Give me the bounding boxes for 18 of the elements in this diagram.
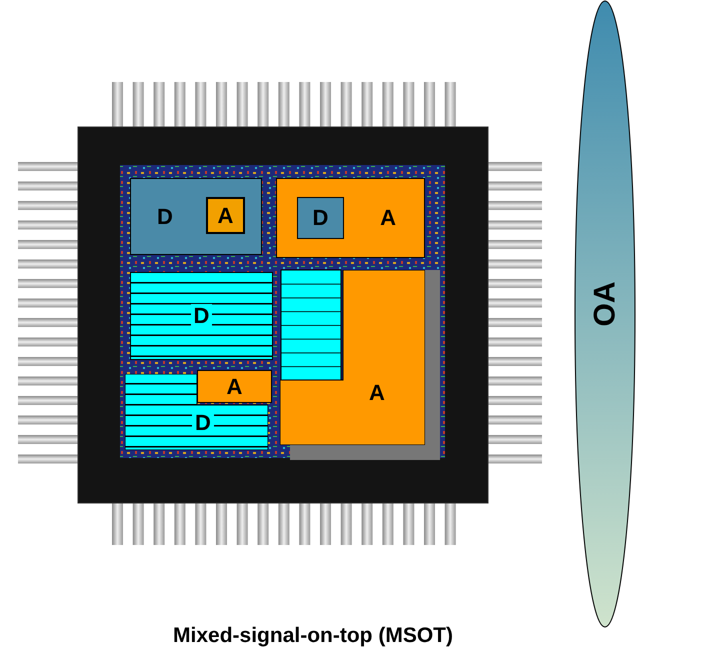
block-label: OA <box>590 282 620 326</box>
analog-block <box>206 197 245 234</box>
block-label: D <box>190 304 212 328</box>
block-label: A <box>226 376 242 398</box>
analog-block <box>280 270 425 445</box>
analog-block <box>276 178 425 258</box>
oval-block <box>574 0 636 628</box>
block-label: A <box>380 207 396 229</box>
block-label: D <box>312 207 328 229</box>
digital-block <box>297 197 344 239</box>
analog-block <box>197 370 272 403</box>
digital-block <box>130 272 273 360</box>
block-label: A <box>218 204 234 226</box>
digital-block <box>130 178 262 255</box>
block-label: A <box>369 382 385 404</box>
block-label: D <box>157 206 173 228</box>
caption: Mixed-signal-on-top (MSOT) <box>172 624 454 648</box>
digital-block <box>125 374 268 450</box>
